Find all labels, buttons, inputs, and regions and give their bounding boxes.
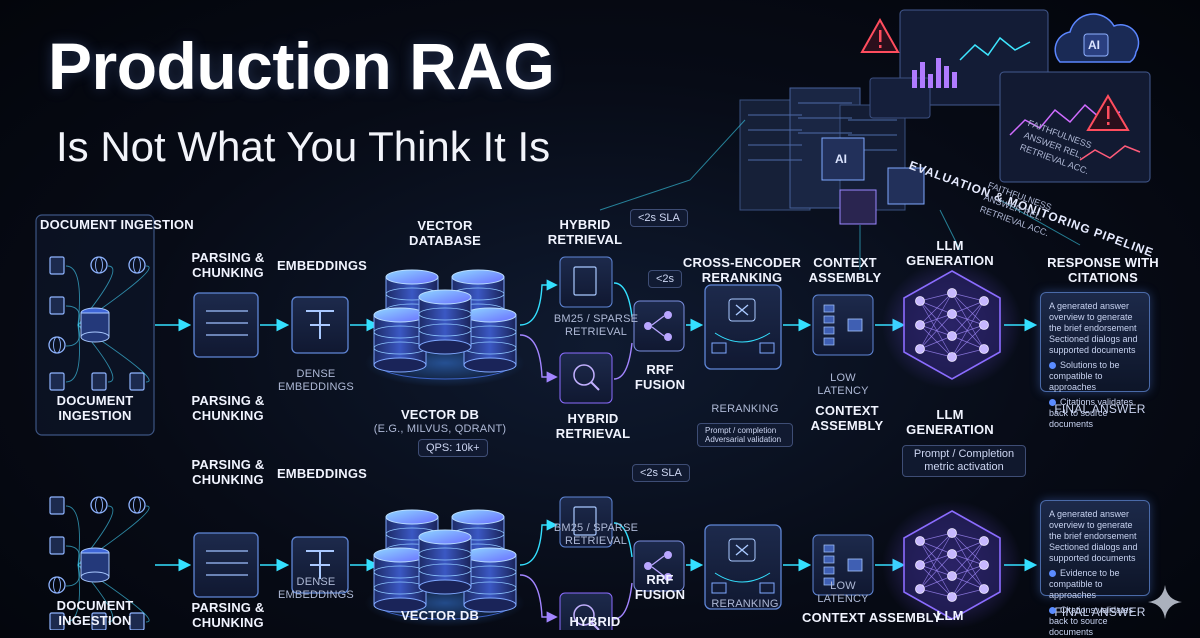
page-subtitle: Is Not What You Think It Is [56,123,551,170]
database-icon [418,296,472,348]
dense-embeddings-label: DENSE EMBEDDINGS [278,368,354,393]
ai-cloud-label: AI [1088,38,1100,52]
search-icon [573,604,595,626]
context-box [812,294,874,356]
reranking-label: RERANKING [711,403,779,415]
reranking-box [704,284,782,370]
dense-retrieval-box [559,352,613,404]
merge-icon [644,562,652,570]
reranking-box [704,524,782,610]
pipeline-row-top [35,214,1038,436]
response-citations-label: RESPONSE WITH CITATIONS [1047,255,1159,285]
parsing-chunking-label: PARSING & CHUNKING [191,250,265,280]
document-icon [49,256,65,275]
answer-summary: A generated answer overview to generate … [1049,509,1138,563]
document-icon [573,506,597,536]
qps-badge: QPS: 10k+ [418,439,488,457]
hybrid-label: HYBRID [569,614,621,629]
latency-badge: <2s [648,270,683,288]
document-icon [129,372,145,391]
context-assembly-label: CONTEXT ASSEMBLY [808,255,882,285]
globe-icon [128,496,146,514]
cross-encoder-label: CROSS-ENCODER RERANKING [682,255,802,285]
merge-icon [644,322,652,330]
parsing-box [193,292,259,358]
document-icon [49,536,65,555]
llm-generation-label-bottom: LLM GENERATION [906,407,994,437]
vector-db-label: VECTOR DB [400,608,480,623]
sla-badge: <2s SLA [632,464,690,482]
bullet-icon [1049,362,1056,369]
document-icon [49,372,65,391]
hybrid-retrieval-label-bottom: HYBRID RETRIEVAL [555,411,631,441]
parsing-chunking-label-bottom: PARSING & CHUNKING [191,600,265,630]
server-racks [739,87,925,225]
document-ingestion-label: DOCUMENT INGESTION [40,217,194,232]
hybrid-retrieval-label: HYBRID RETRIEVAL [547,217,623,247]
monitoring-dashboards [869,9,1151,183]
document-icon [129,612,145,630]
globe-icon [90,496,108,514]
low-latency-label: LOW LATENCY [817,580,869,605]
document-icon [49,612,65,630]
prompt-completion-badge: Prompt / Completion metric activation [902,445,1026,477]
vector-db-label: VECTOR DB [400,407,480,422]
llm-generation-label: LLM GENERATION [906,238,994,268]
final-answer-label: FINAL ANSWER [1054,402,1146,416]
prompt-note: Prompt / completion Adversarial validati… [697,423,793,447]
parsing-chunking-label-bottom: PARSING & CHUNKING [191,393,265,423]
document-icon [91,372,107,391]
llm-label: LLM [936,608,964,623]
document-icon [49,496,65,515]
alert-triangle-icon [860,17,900,53]
context-assembly-label: CONTEXT ASSEMBLY [802,610,942,625]
vector-db-examples: (e.g., Milvus, Qdrant) [373,423,507,435]
low-latency-label: LOW LATENCY [817,372,869,397]
context-assembly-label-bottom: CONTEXT ASSEMBLY [810,403,884,433]
neural-network-icon [903,510,1001,620]
final-answer-label: FINAL ANSWER [1054,605,1146,619]
ai-chip-label: AI [835,152,847,166]
reranking-label: RERANKING [711,598,779,610]
bullet-icon [1049,399,1056,406]
monitoring-links [599,119,1081,270]
document-ingestion-label: DOCUMENT INGESTION [56,598,134,628]
pipeline-row-bottom [48,496,1038,630]
page-title: Production RAG [48,29,555,103]
bullet-icon [1049,570,1056,577]
bullet-icon [1049,607,1056,614]
document-icon [49,296,65,315]
database-icon [418,536,472,588]
vector-database-label: VECTOR DATABASE [409,218,481,248]
parsing-box [193,532,259,598]
embeddings-label: EMBEDDINGS [276,466,368,481]
search-icon [573,364,595,386]
sla-badge: <2s SLA [630,209,688,227]
dense-retrieval-box [559,592,613,630]
document-icon [573,266,597,296]
answer-summary: A generated answer overview to generate … [1049,301,1138,355]
answer-item: Citations validates back to source docum… [1049,605,1134,637]
alert-triangle-icon [1086,94,1130,131]
globe-icon [48,576,66,594]
dense-embeddings-label: DENSE EMBEDDINGS [278,576,354,601]
answer-item: Solutions to be compatible to approaches [1049,360,1120,392]
neural-network-icon [903,270,1001,380]
rrf-fusion-label: RRF FUSION [634,572,686,602]
bm25-box [559,256,613,308]
bm25-box [559,496,613,548]
answer-panel: A generated answer overview to generate … [1040,500,1150,637]
document-ingestion-label-bottom: DOCUMENT INGESTION [56,393,134,423]
answer-panel: A generated answer overview to generate … [1040,292,1150,429]
answer-item: Evidence to be compatible to approaches [1049,568,1120,600]
sparkle-icon [1148,585,1182,619]
bm25-label: BM25 / SPARSE RETRIEVAL [553,313,639,338]
embeddings-label: EMBEDDINGS [276,258,368,273]
rrf-fusion-label: RRF FUSION [634,362,686,392]
answer-item: Citations validates back to source docum… [1049,397,1134,429]
parsing-chunking-label: PARSING & CHUNKING [191,457,265,487]
document-icon [91,612,107,630]
bm25-label: BM25 / SPARSE RETRIEVAL [553,522,639,547]
